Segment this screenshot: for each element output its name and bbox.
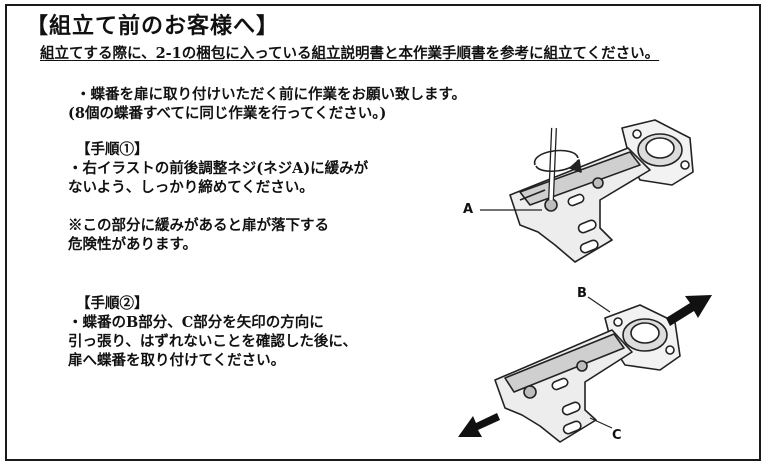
label-b-leader [587, 296, 611, 313]
step2-line-1: ・蝶番のB部分、C部分を矢印の方向に [68, 314, 324, 331]
intro-line-2: (8個の蝶番すべてに同じ作業を行ってください。) [68, 105, 387, 122]
document-frame [5, 4, 761, 461]
page-title: 【組立て前のお客様へ】 [26, 13, 280, 39]
step1-warning-2: 危険性があります。 [68, 236, 198, 253]
label-b: B [577, 286, 587, 301]
intro-line-1: ・蝶番を扉に取り付けいただく前に作業をお願い致します。 [76, 86, 467, 103]
pull-arrows [458, 295, 712, 437]
label-a: A [463, 202, 474, 217]
instruction-subtitle: 組立てする際に、2-1の梱包に入っている組立説明書と本作業手順書を参考に組立てく… [40, 45, 660, 62]
step2-line-3: 扉へ蝶番を取り付けてください。 [68, 352, 286, 369]
arrow-down-left-icon [458, 413, 500, 437]
step1-line-2: ないよう、しっかり締めてください。 [68, 179, 314, 196]
step1-line-1: ・右イラストの前後調整ネジ(ネジA)に緩みが [68, 160, 369, 177]
step2-heading: 【手順②】 [76, 295, 149, 312]
arrow-up-right-icon [666, 295, 712, 326]
label-c: C [612, 428, 622, 443]
label-c-leader [589, 417, 613, 429]
step1-warning-1: ※この部分に緩みがあると扉が落下する [68, 217, 329, 234]
step1-heading: 【手順①】 [76, 141, 149, 158]
step2-line-2: 引っ張り、はずれないことを確認した後に、 [68, 333, 357, 350]
